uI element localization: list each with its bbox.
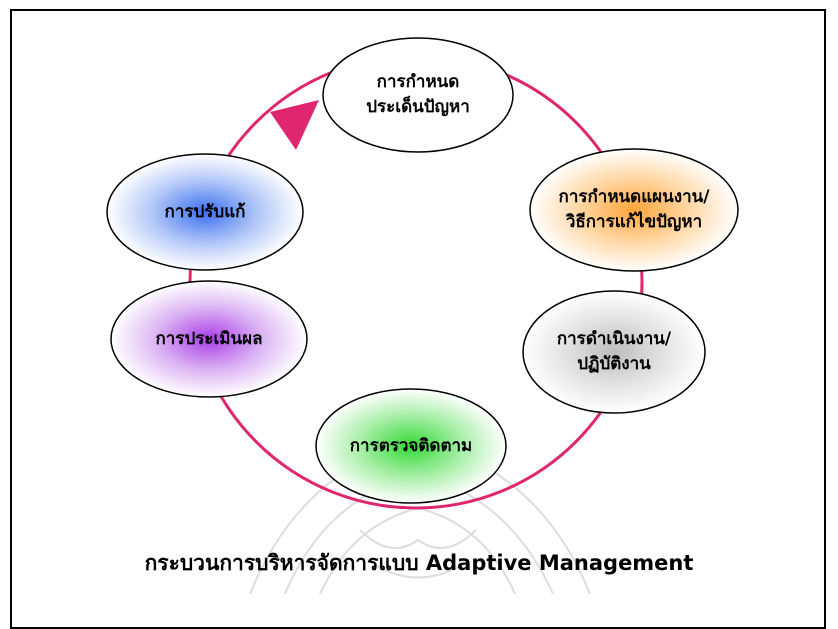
node-plan-solution <box>529 148 739 272</box>
cycle-arrow-icon <box>270 100 319 150</box>
cycle-diagram <box>106 37 739 594</box>
node-label-define-problem: การกำหนด ประเด็นปัญหา <box>366 72 470 117</box>
node-label-evaluate: การประเมินผล <box>155 328 263 349</box>
node-implement <box>522 290 706 414</box>
node-label-plan-solution: การกำหนดแผนงาน/ วิธีการแก้ไขปัญหา <box>558 187 710 232</box>
node-monitor <box>315 388 507 504</box>
node-label-adjust: การปรับแก้ <box>164 201 246 222</box>
node-adjust <box>106 153 304 271</box>
node-label-monitor: การตรวจติดตาม <box>349 435 473 456</box>
diagram-caption: กระบวนการบริหารจัดการแบบ Adaptive Manage… <box>144 551 694 575</box>
node-evaluate <box>110 280 308 398</box>
node-define-problem <box>322 37 514 153</box>
node-label-implement: การดำเนินงาน/ ปฏิบัติงาน <box>556 329 672 374</box>
